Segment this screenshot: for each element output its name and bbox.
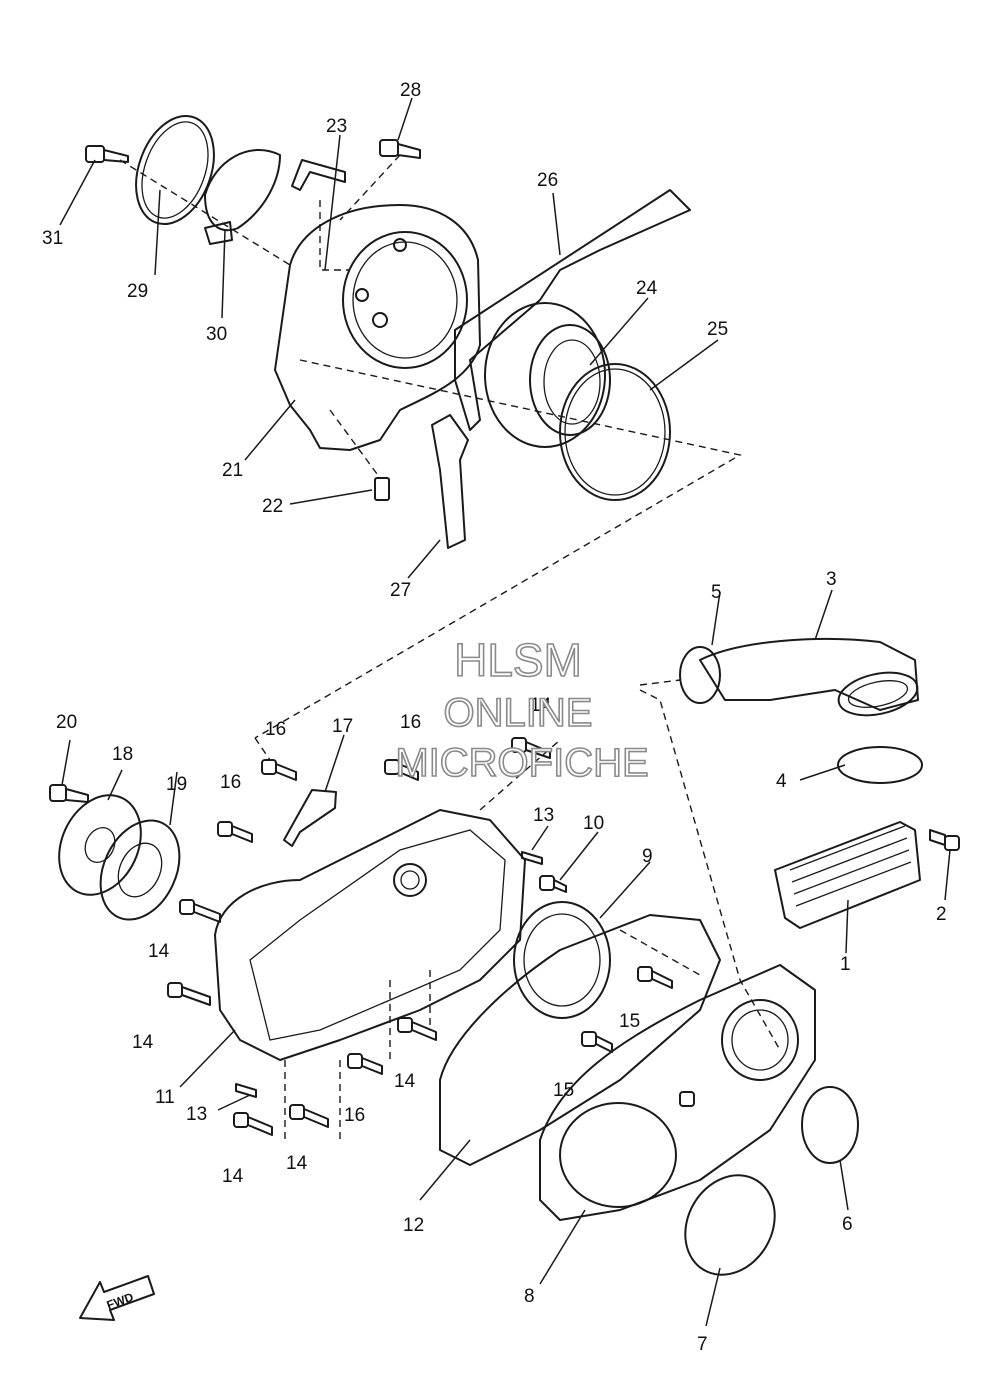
label-10: 10 (583, 813, 604, 834)
lower-assembly (49, 638, 960, 1276)
label-8: 8 (524, 1286, 535, 1307)
label-15: 15 (619, 1011, 640, 1032)
label-2: 2 (936, 904, 947, 925)
label-4: 4 (776, 771, 787, 792)
label-31: 31 (42, 228, 63, 249)
label-17: 17 (332, 716, 353, 737)
label-14: 14 (148, 941, 170, 962)
air-filter-case-21 (274, 204, 481, 451)
label-19: 19 (166, 774, 187, 795)
bolt-20 (49, 784, 89, 803)
dowel-13 (235, 1083, 257, 1098)
bolts-14 (167, 737, 551, 1136)
bracket-23 (291, 159, 346, 191)
crankcase-cover-11 (214, 809, 526, 1061)
dowel-13 (521, 851, 543, 865)
label-29: 29 (127, 281, 148, 302)
bracket-17 (283, 789, 337, 847)
label-14: 14 (530, 695, 552, 716)
intake-duct-3 (699, 638, 919, 717)
label-16: 16 (400, 712, 421, 733)
bolts-16 (217, 759, 419, 1075)
fwd-label: FWD (105, 1290, 136, 1313)
watermark-line2: ONLINE (444, 691, 593, 735)
gasket-12 (439, 914, 721, 1166)
label-16: 16 (344, 1105, 365, 1126)
bracket-27 (431, 414, 469, 549)
plate-18 (58, 794, 142, 896)
label-12: 12 (403, 1215, 424, 1236)
label-23: 23 (326, 116, 347, 137)
label-9: 9 (642, 846, 653, 867)
label-14: 14 (394, 1071, 416, 1092)
label-14: 14 (222, 1166, 244, 1187)
cover-9 (513, 901, 611, 1019)
clamp-4 (837, 746, 923, 784)
label-24: 24 (636, 278, 658, 299)
label-21: 21 (222, 460, 243, 481)
upper-assembly (85, 114, 742, 739)
o-ring-6 (801, 1086, 859, 1164)
bolt-31 (85, 145, 129, 163)
label-5: 5 (711, 582, 722, 603)
leader-lines (59, 97, 951, 1327)
clip-22 (374, 477, 390, 501)
cover-30 (204, 149, 281, 232)
part-labels: 28 23 26 31 29 24 30 25 21 22 27 5 3 20 … (42, 80, 947, 1355)
filter-1 (774, 821, 921, 929)
label-3: 3 (826, 569, 837, 590)
bolt-10 (539, 875, 567, 893)
label-16: 16 (265, 719, 286, 740)
gasket-19 (99, 819, 181, 921)
label-30: 30 (206, 324, 227, 345)
filter-element-24 (484, 302, 611, 448)
label-18: 18 (112, 744, 133, 765)
label-13: 13 (533, 805, 554, 826)
label-22: 22 (262, 496, 283, 517)
label-11: 11 (155, 1087, 175, 1108)
label-14: 14 (132, 1032, 154, 1053)
label-13: 13 (186, 1104, 207, 1125)
label-1: 1 (840, 954, 851, 975)
bolt-28 (379, 139, 421, 159)
clamp-5 (679, 646, 721, 704)
label-26: 26 (537, 170, 558, 191)
o-ring-25 (559, 363, 671, 501)
forward-arrow-icon: FWD (79, 1275, 155, 1321)
bolts-15 (581, 966, 695, 1107)
label-14: 14 (286, 1153, 308, 1174)
seal-26 (454, 189, 691, 431)
label-16: 16 (220, 772, 241, 793)
label-15: 15 (553, 1080, 574, 1101)
label-27: 27 (390, 580, 411, 601)
watermark-line1: HLSM (454, 634, 582, 686)
label-20: 20 (56, 712, 77, 733)
outer-cover-8 (539, 964, 816, 1221)
label-7: 7 (697, 1334, 708, 1355)
label-28: 28 (400, 80, 421, 101)
label-6: 6 (842, 1214, 853, 1235)
watermark: HLSM ONLINE MICROFICHE (395, 633, 650, 786)
watermark-line3: MICROFICHE (395, 741, 648, 785)
bolt-2 (929, 829, 960, 851)
label-25: 25 (707, 319, 728, 340)
cover-disc-7 (684, 1174, 776, 1276)
